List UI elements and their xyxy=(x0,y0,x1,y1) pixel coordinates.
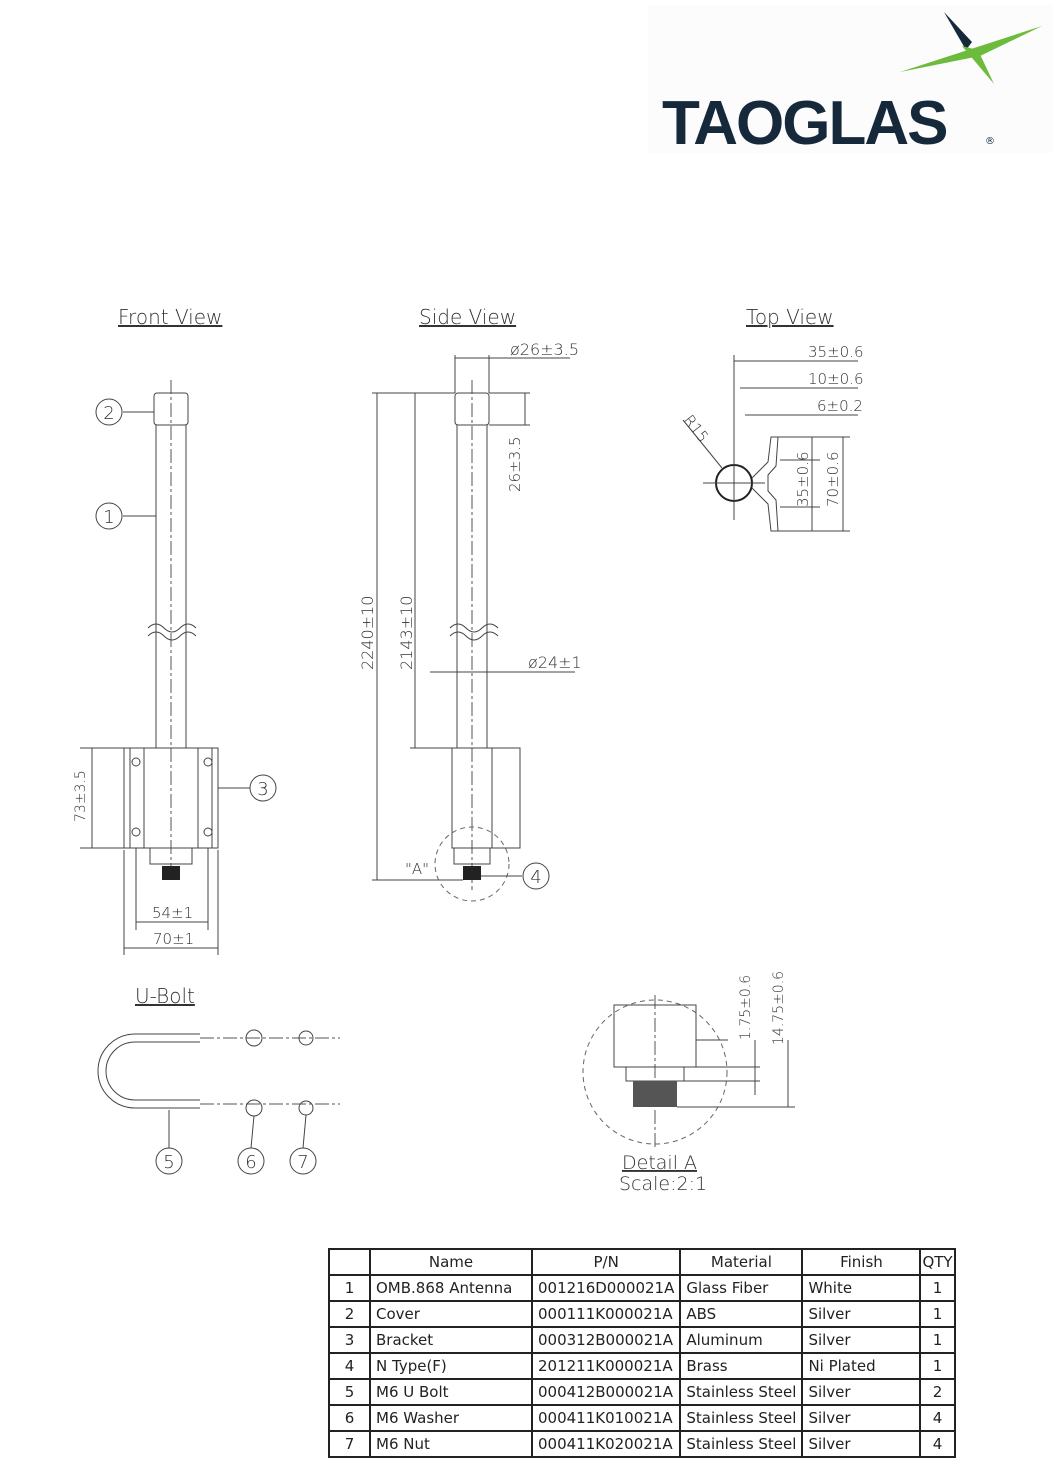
cell-index: 1 xyxy=(328,1274,371,1302)
cell-pn: 000111K000021A xyxy=(530,1300,682,1328)
side-view-drawing: "A" 2240±10 2143±10 ø26±3.5 26±3.5 ø24±1 xyxy=(358,340,582,902)
front-view-drawing: 73±3.5 54±1 70±1 xyxy=(73,380,250,955)
taoglas-logo: TAOGLAS ® xyxy=(648,5,1053,158)
balloon-5: 5 xyxy=(163,1152,174,1173)
svg-text:73±3.5: 73±3.5 xyxy=(73,770,89,822)
balloon-7: 7 xyxy=(297,1152,308,1173)
svg-text:35±0.6: 35±0.6 xyxy=(794,451,812,507)
balloon-6: 6 xyxy=(245,1152,256,1173)
cell-index: 4 xyxy=(328,1352,371,1380)
cell-finish: Silver xyxy=(801,1430,922,1458)
cell-index: 6 xyxy=(328,1404,371,1432)
svg-text:70±1: 70±1 xyxy=(153,930,194,948)
detail-a-drawing: 1.75±0.6 14.75±0.6 Detail A Scale:2:1 xyxy=(582,971,795,1195)
cell-material: Brass xyxy=(679,1352,804,1380)
cell-name: M6 Nut xyxy=(369,1430,533,1458)
svg-text:26±3.5: 26±3.5 xyxy=(506,436,524,492)
header-finish: Finish xyxy=(801,1248,922,1276)
cell-pn: 201211K000021A xyxy=(530,1352,682,1380)
detail-a-title: Detail A xyxy=(622,1152,697,1174)
cell-index: 5 xyxy=(328,1378,371,1406)
cell-name: M6 U Bolt xyxy=(369,1378,533,1406)
svg-text:6±0.2: 6±0.2 xyxy=(817,397,863,415)
top-view-drawing: 35±0.6 10±0.6 6±0.2 35±0.6 70±0.6 R15 xyxy=(680,343,864,532)
cell-qty: 2 xyxy=(919,1378,956,1406)
balloon-1: 1 xyxy=(103,507,114,528)
cell-material: ABS xyxy=(679,1300,804,1328)
cell-name: M6 Washer xyxy=(369,1404,533,1432)
svg-text:54±1: 54±1 xyxy=(152,904,193,922)
ubolt-drawing xyxy=(97,1029,340,1149)
cell-qty: 1 xyxy=(919,1300,956,1328)
header-pn: P/N xyxy=(530,1248,682,1276)
cell-pn: 000412B000021A xyxy=(530,1378,682,1406)
cell-pn: 000411K020021A xyxy=(530,1430,682,1458)
cell-material: Aluminum xyxy=(679,1326,804,1354)
cell-finish: White xyxy=(801,1274,922,1302)
top-view-title: Top View xyxy=(746,305,834,329)
balloon-4: 4 xyxy=(530,867,541,888)
svg-text:R15: R15 xyxy=(680,411,712,445)
table-header-row: Name P/N Material Finish QTY xyxy=(328,1248,956,1276)
cell-qty: 4 xyxy=(919,1430,956,1458)
svg-text:1.75±0.6: 1.75±0.6 xyxy=(738,975,754,1040)
cell-pn: 000411K010021A xyxy=(530,1404,682,1432)
cell-material: Stainless Steel xyxy=(679,1378,804,1406)
cell-name: Bracket xyxy=(369,1326,533,1354)
balloons: 1 2 3 4 5 6 7 xyxy=(95,398,550,1175)
header-name: Name xyxy=(369,1248,533,1276)
cell-qty: 1 xyxy=(919,1352,956,1380)
front-view-title: Front View xyxy=(118,305,222,329)
header-qty: QTY xyxy=(919,1248,956,1276)
cell-name: OMB.868 Antenna xyxy=(369,1274,533,1302)
svg-text:®: ® xyxy=(985,136,995,147)
cell-material: Stainless Steel xyxy=(679,1430,804,1458)
cell-finish: Silver xyxy=(801,1378,922,1406)
cell-index: 2 xyxy=(328,1300,371,1328)
svg-text:2143±10: 2143±10 xyxy=(397,596,416,670)
cell-material: Glass Fiber xyxy=(679,1274,804,1302)
svg-text:ø26±3.5: ø26±3.5 xyxy=(510,340,579,359)
logo-arrow-dark xyxy=(944,12,972,50)
svg-text:70±0.6: 70±0.6 xyxy=(824,451,842,507)
cell-finish: Silver xyxy=(801,1404,922,1432)
svg-text:10±0.6: 10±0.6 xyxy=(808,370,864,388)
cell-material: Stainless Steel xyxy=(679,1404,804,1432)
cell-pn: 001216D000021A xyxy=(530,1274,682,1302)
balloon-3: 3 xyxy=(257,779,268,800)
cell-pn: 000312B000021A xyxy=(530,1326,682,1354)
balloon-2: 2 xyxy=(103,403,114,424)
logo-text: TAOGLAS xyxy=(662,89,947,158)
side-view-title: Side View xyxy=(419,305,516,329)
cell-finish: Silver xyxy=(801,1300,922,1328)
svg-text:14.75±0.6: 14.75±0.6 xyxy=(771,971,787,1045)
svg-text:ø24±1: ø24±1 xyxy=(528,653,582,672)
svg-text:35±0.6: 35±0.6 xyxy=(808,343,864,361)
cell-name: Cover xyxy=(369,1300,533,1328)
header-material: Material xyxy=(679,1248,804,1276)
cell-qty: 1 xyxy=(919,1274,956,1302)
ubolt-title: U-Bolt xyxy=(135,984,195,1008)
detail-scale: Scale:2:1 xyxy=(619,1173,707,1195)
cell-finish: Ni Plated xyxy=(801,1352,922,1380)
cell-name: N Type(F) xyxy=(369,1352,533,1380)
cell-qty: 4 xyxy=(919,1404,956,1432)
cell-index: 7 xyxy=(328,1430,371,1458)
cell-finish: Silver xyxy=(801,1326,922,1354)
svg-text:"A": "A" xyxy=(405,860,429,878)
cell-index: 3 xyxy=(328,1326,371,1354)
svg-text:2240±10: 2240±10 xyxy=(358,596,377,670)
cell-qty: 1 xyxy=(919,1326,956,1354)
